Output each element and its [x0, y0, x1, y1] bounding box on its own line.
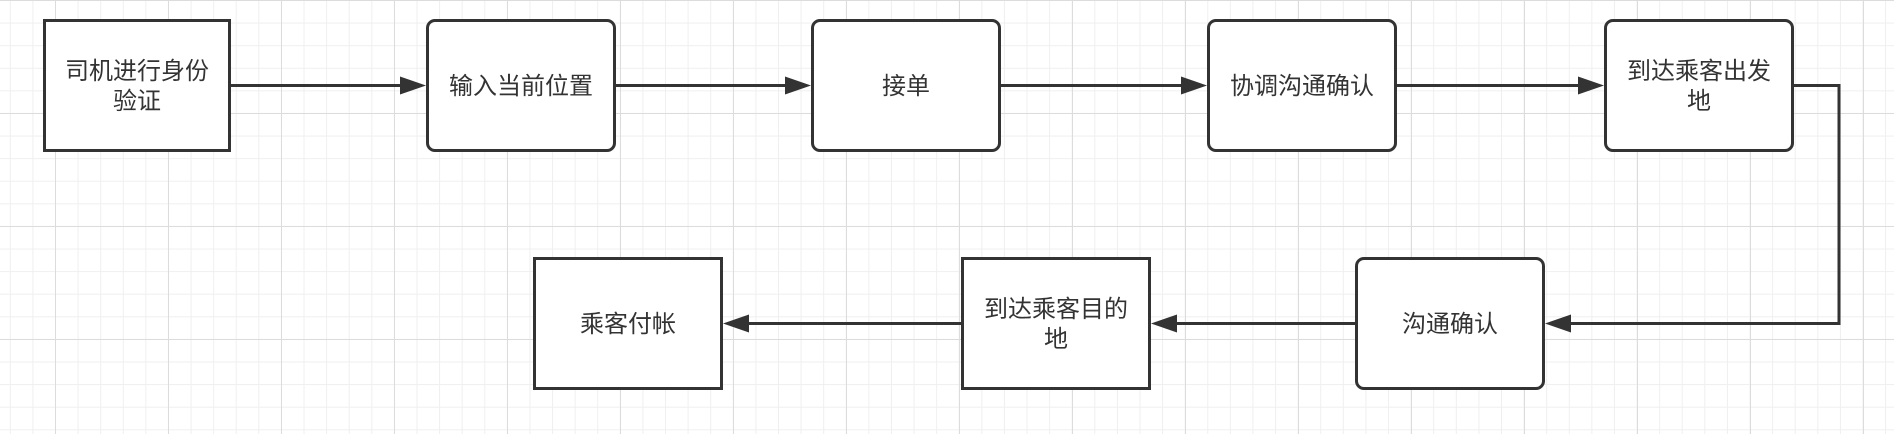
- edge-driver-verify-to-enter-location: [231, 76, 426, 95]
- node-label: 乘客付帐: [580, 309, 676, 338]
- node-arrive-pickup[interactable]: 到达乘客出发地: [1604, 19, 1794, 152]
- arrow-head-icon: [1151, 314, 1177, 333]
- edge-accept-order-to-coordinate-confirm: [1001, 76, 1207, 95]
- node-label: 输入当前位置: [449, 71, 593, 100]
- arrow-head-icon: [400, 76, 426, 95]
- edge-enter-location-to-accept-order: [616, 76, 811, 95]
- node-enter-location[interactable]: 输入当前位置: [426, 19, 616, 152]
- edge-line: [1567, 84, 1841, 325]
- edge-coordinate-confirm-to-arrive-pickup: [1397, 76, 1604, 95]
- node-label: 沟通确认: [1402, 309, 1498, 338]
- arrow-head-icon: [1578, 76, 1604, 95]
- node-label: 到达乘客目的地: [984, 294, 1128, 353]
- node-label: 司机进行身份验证: [65, 56, 209, 115]
- edge-communicate-confirm-to-arrive-destination: [1151, 314, 1355, 333]
- arrow-head-icon: [785, 76, 811, 95]
- edge-arrive-destination-to-passenger-pays: [723, 314, 961, 333]
- node-passenger-pays[interactable]: 乘客付帐: [533, 257, 723, 390]
- edge-arrive-pickup-to-communicate-confirm: [1545, 84, 1841, 333]
- arrow-head-icon: [1545, 314, 1571, 333]
- node-accept-order[interactable]: 接单: [811, 19, 1001, 152]
- node-communicate-confirm[interactable]: 沟通确认: [1355, 257, 1545, 390]
- node-label: 到达乘客出发地: [1627, 56, 1771, 115]
- node-arrive-destination[interactable]: 到达乘客目的地: [961, 257, 1151, 390]
- node-driver-verify[interactable]: 司机进行身份验证: [43, 19, 231, 152]
- node-coordinate-confirm[interactable]: 协调沟通确认: [1207, 19, 1397, 152]
- node-label: 接单: [882, 71, 930, 100]
- node-label: 协调沟通确认: [1230, 71, 1374, 100]
- arrow-head-icon: [1181, 76, 1207, 95]
- arrow-head-icon: [723, 314, 749, 333]
